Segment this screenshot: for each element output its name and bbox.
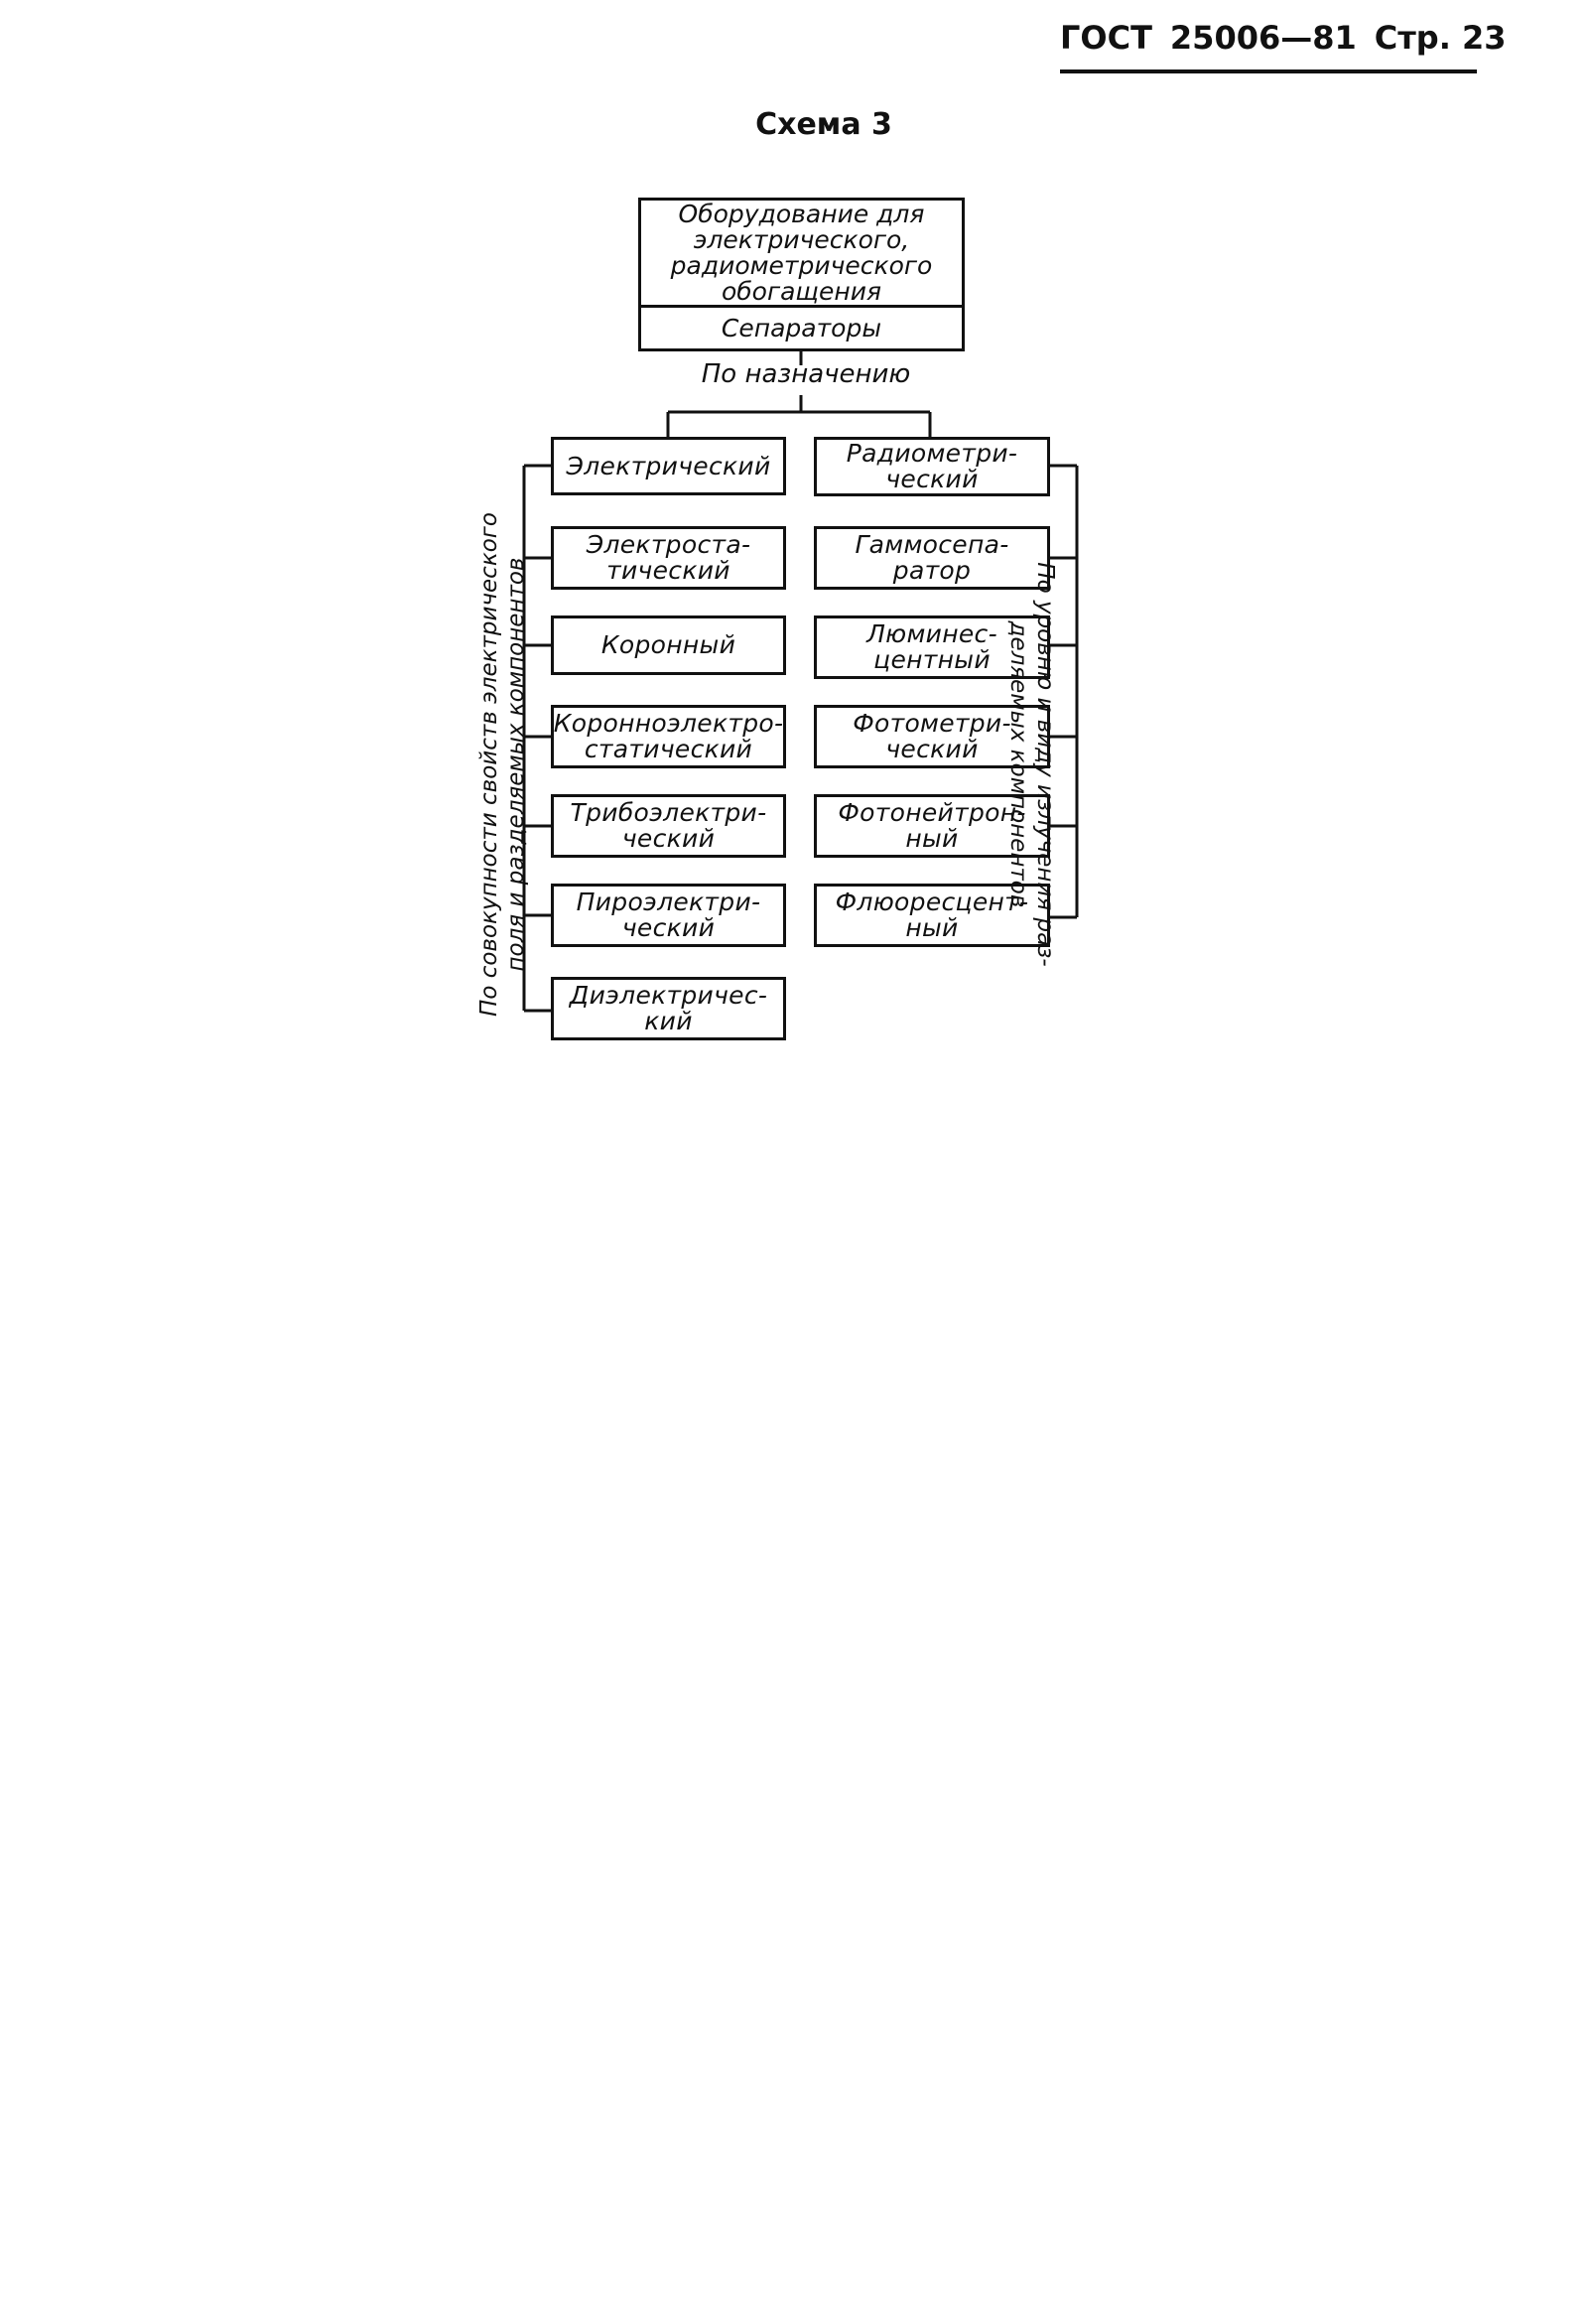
left-criterion-label: По совокупности свойств электрического п…: [476, 477, 536, 1052]
node-line: Фотонейтрон-: [838, 798, 1026, 827]
left-node-corona-electrostatic: Коронноэлектро-статический: [551, 705, 786, 768]
node-line: кий: [644, 1007, 693, 1035]
header-number: 25006—81: [1169, 19, 1357, 57]
left-node-pyroelectric: Пироэлектри-ческий: [551, 884, 786, 947]
root-node: Оборудование для электрического, радиоме…: [638, 198, 965, 351]
right-node-radiometric: Радиометри-ческий: [814, 437, 1050, 496]
node-line: ный: [905, 824, 959, 853]
left-node-electric: Электрический: [551, 437, 786, 495]
right-node-fluorescent: Флюоресцент-ный: [814, 884, 1050, 947]
page-header: ГОСТ 25006—81 Стр. 23: [1060, 14, 1507, 73]
node-line: ный: [905, 913, 959, 942]
node-line: Пироэлектри-: [576, 888, 761, 916]
right-node-gamma-separator: Гаммосепа-ратор: [814, 526, 1050, 590]
right-criterion-line-1: По уровню и виду излучения раз-: [1032, 562, 1058, 967]
root-line-2: электрического,: [693, 224, 910, 254]
node-line: ратор: [892, 556, 972, 585]
left-node-corona: Коронный: [551, 615, 786, 675]
node-line: ческий: [621, 824, 716, 853]
node-line: статический: [584, 735, 753, 763]
node-line: Люминес-: [866, 619, 997, 648]
right-node-luminescent: Люминес-центный: [814, 615, 1050, 679]
node-line: Коронноэлектро-: [553, 709, 784, 738]
header-page: Стр. 23: [1374, 19, 1507, 57]
right-node-photoneutron: Фотонейтрон-ный: [814, 794, 1050, 858]
node-line: ческий: [885, 465, 979, 493]
node-line: ческий: [621, 913, 716, 942]
root-line-1: Оборудование для: [678, 199, 925, 228]
left-node-electrostatic: Электроста-тический: [551, 526, 786, 590]
left-node-dielectric: Диэлектричес-кий: [551, 977, 786, 1040]
right-criterion-label: По уровню и виду излучения раз- деляемых…: [998, 541, 1058, 988]
node-line: Электрический: [566, 451, 771, 480]
node-line: Коронный: [600, 630, 736, 659]
node-line: Радиометри-: [846, 439, 1018, 468]
node-line: ческий: [885, 735, 979, 763]
node-line: Трибоэлектри-: [570, 798, 767, 827]
root-line-3: радиометрического: [670, 250, 933, 280]
node-line: Диэлектричес-: [569, 981, 768, 1010]
node-line: Фотометри-: [853, 709, 1011, 738]
node-line: Гаммосепа-: [855, 530, 1009, 559]
node-line: Электроста-: [586, 530, 751, 559]
root-node-subtitle: Сепараторы: [721, 314, 882, 342]
left-criterion-line-1: По совокупности свойств электрического: [476, 512, 502, 1017]
scheme-title: Схема 3: [755, 107, 892, 142]
node-line: Флюоресцент-: [835, 888, 1029, 916]
node-line: тический: [606, 556, 730, 585]
left-criterion-line-2: поля и разделяемых компонентов: [503, 557, 529, 972]
right-node-photometric: Фотометри-ческий: [814, 705, 1050, 768]
header-standard: ГОСТ: [1060, 19, 1152, 57]
right-criterion-line-2: деляемых компонентов: [1005, 620, 1031, 908]
left-node-triboelectric: Трибоэлектри-ческий: [551, 794, 786, 858]
root-node-title: Оборудование для электрического, радиоме…: [641, 201, 962, 308]
node-line: центный: [873, 645, 991, 674]
root-line-4: обогащения: [721, 276, 881, 306]
branch-label: По назначению: [701, 359, 911, 389]
